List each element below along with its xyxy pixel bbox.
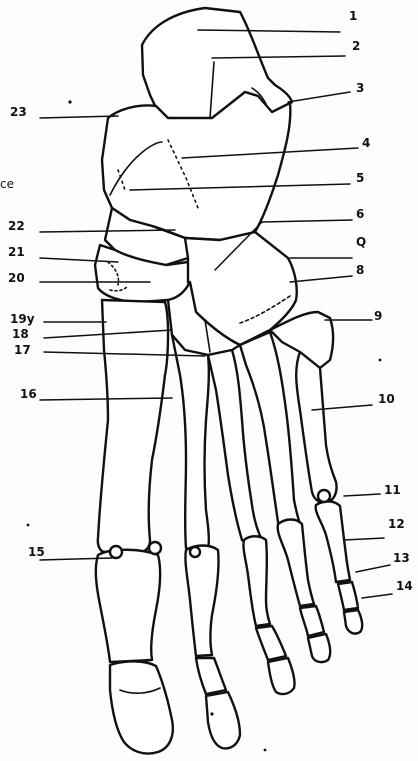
label-18: 18 xyxy=(12,328,29,340)
leader-14 xyxy=(362,594,392,598)
label-13: 13 xyxy=(393,552,410,564)
label-9: 9 xyxy=(374,310,382,322)
label-16: 16 xyxy=(20,388,37,400)
speck-5 xyxy=(27,524,30,527)
fifth-metatarsal xyxy=(296,352,336,503)
fourth-toe-middle xyxy=(300,606,324,636)
third-toe-distal xyxy=(268,658,295,694)
third-toe-middle xyxy=(256,626,286,660)
leader-12 xyxy=(344,538,384,540)
second-toe-proximal xyxy=(185,546,218,657)
label-4: 4 xyxy=(362,137,370,149)
leader-3 xyxy=(288,92,350,102)
second-toe-distal xyxy=(206,692,240,748)
fifth-toe-proximal xyxy=(316,501,350,582)
label-11: 11 xyxy=(384,484,401,496)
label-1: 1 xyxy=(349,10,357,22)
sesamoid-dot-1 xyxy=(110,546,122,558)
label-5: 5 xyxy=(356,172,364,184)
second-toe-middle xyxy=(196,658,226,694)
leader-13 xyxy=(356,565,390,572)
label-8: 8 xyxy=(356,264,364,276)
label-20: 20 xyxy=(8,272,25,284)
talus-bone xyxy=(142,8,292,120)
sesamoid-dot-3 xyxy=(190,547,200,557)
label-6: 6 xyxy=(356,208,364,220)
speck-3 xyxy=(210,712,213,715)
speck-4 xyxy=(264,749,267,752)
speck-2 xyxy=(379,359,382,362)
label-2: 2 xyxy=(352,40,360,52)
leader-23 xyxy=(40,116,118,118)
sesamoid-dot-2 xyxy=(149,542,161,554)
fourth-toe-proximal xyxy=(278,520,314,607)
label-19y: 19y xyxy=(10,313,35,325)
label-10: 10 xyxy=(378,393,395,405)
label-3: 3 xyxy=(356,82,364,94)
fifth-toe-middle xyxy=(338,582,358,610)
label-15: 15 xyxy=(28,546,45,558)
label-17: 17 xyxy=(14,344,31,356)
label-22: 22 xyxy=(8,220,25,232)
leader-11 xyxy=(344,494,380,496)
label-21: 21 xyxy=(8,246,25,258)
hallux-distal-phalanx xyxy=(110,661,173,753)
fourth-toe-distal xyxy=(308,634,330,662)
joint-dot-5th xyxy=(318,490,330,502)
label-12: 12 xyxy=(388,518,405,530)
leader-8 xyxy=(290,276,352,282)
label-ce: ce xyxy=(0,178,14,190)
label-Q: Q xyxy=(356,236,366,248)
speck-1 xyxy=(68,100,71,103)
fifth-toe-distal xyxy=(344,610,362,634)
second-metatarsal xyxy=(172,335,209,551)
label-23: 23 xyxy=(10,106,27,118)
first-metatarsal xyxy=(98,300,168,552)
hallux-proximal-phalanx xyxy=(96,550,160,662)
third-toe-proximal xyxy=(243,536,270,626)
label-14: 14 xyxy=(396,580,413,592)
